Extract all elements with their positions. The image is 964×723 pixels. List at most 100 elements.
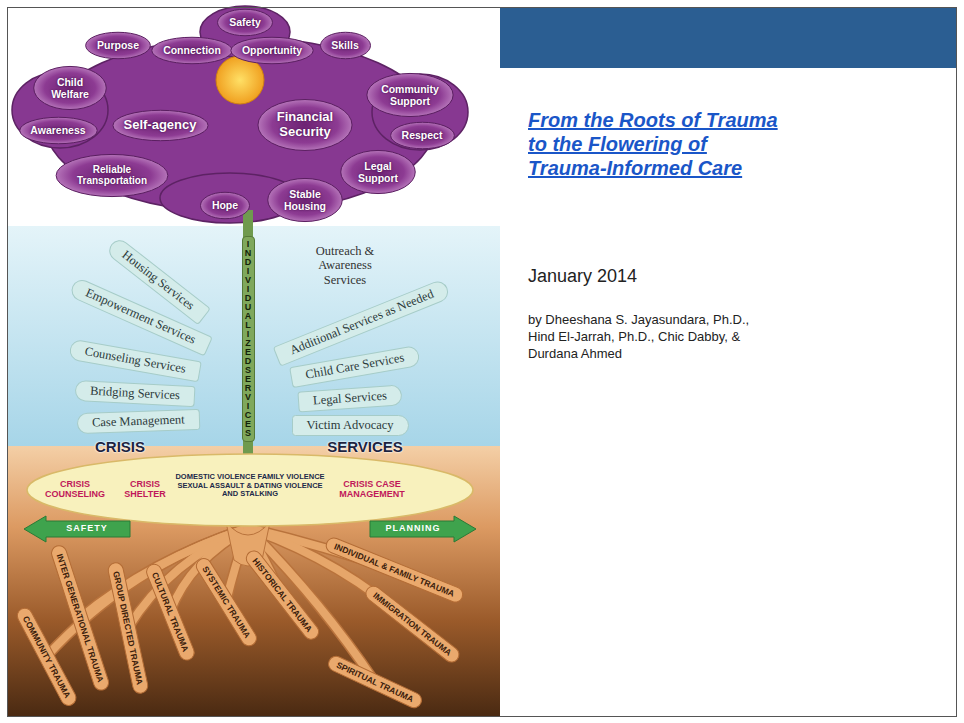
node-body: Community Support [378,83,442,107]
leaf-label: Bridging Services [90,383,181,403]
node-body: Legal Support [352,160,404,184]
label-slot: by Dheeshana S. Jayasundara, Ph.D., Hind… [528,312,773,363]
petal-outline [86,32,151,58]
petal-outline [112,110,207,140]
petal-outline [231,37,313,63]
service-leaf: Case Management [76,408,199,433]
crisis-item: CRISIS SHELTER [117,480,173,500]
petal-label: Hope [212,199,238,211]
flower-center [216,56,264,104]
node-body: Respect [402,129,443,141]
node-body: Self-agency [124,118,197,133]
petal-outline [367,73,453,116]
node-body: Bridging Services [90,383,181,403]
arrow-label: SAFETY [66,524,108,534]
flower-stem: INDIVIDUALIZED SERVICES [242,236,255,442]
node-body: Stable Housing [279,188,331,212]
node-body: INDIVIDUALIZED SERVICES [245,240,252,438]
petal-outline [218,9,273,35]
text-slot: CRISIS [75,438,165,455]
node-body: Skills [331,39,358,51]
service-leaf: Victim Advocacy [292,415,409,436]
node-body: Hope [212,199,238,211]
node-body: Opportunity [242,44,302,56]
soil-ground [8,446,500,716]
petal-label: Child Welfare [45,76,95,100]
petal-label: Opportunity [242,44,302,56]
petal-label: Legal Support [352,160,404,184]
petal-label: Financial Security [269,110,341,140]
petal-label: Skills [331,39,358,51]
label-slot: January 2014 [528,266,828,288]
arrow-outline [370,516,476,542]
petal-label: Community Support [378,83,442,107]
arrow-outline [24,516,130,542]
title-slot: From the Roots of Trauma to the Flowerin… [528,108,790,180]
leaf-label: Victim Advocacy [307,418,394,433]
text-slot: DOMESTIC VIOLENCE FAMILY VIOLENCE SEXUAL… [172,473,328,499]
text-slot: CRISIS COUNSELING [35,480,115,500]
node-body: Reliable Transportation [67,164,157,187]
node-body: Legal Services [313,388,388,408]
flower-petal: Connection [151,37,233,64]
crisis-ellipse: CRISISSERVICESCRISIS COUNSELINGCRISIS SH… [25,452,475,528]
petal-outline [201,192,250,218]
petal-outline [34,66,107,109]
cycle-arrow: PLANNING [370,516,478,542]
petal-label: Awareness [30,124,85,136]
petal-label: Respect [402,129,443,141]
petal-outline [19,117,96,143]
node-body: Purpose [97,39,139,51]
flower-back [12,6,468,223]
header-bar [500,8,956,68]
flower-petal: Safety [217,9,273,36]
node-body: Child Welfare [45,76,95,100]
flower-petal: Opportunity [230,37,314,64]
petal-outline [258,100,352,151]
flower-petal: Purpose [85,32,151,59]
slide-title: From the Roots of Trauma to the Flowerin… [528,108,790,180]
node-body: Financial Security [269,110,341,140]
leaf-label: Legal Services [313,388,388,408]
node-body: PLANNING [370,516,456,542]
petal-outline [152,37,232,63]
flower-petal: Respect [390,122,455,149]
crisis-item: CRISIS CASE MANAGEMENT [329,480,415,500]
flower-petal: Legal Support [340,150,416,194]
petal-outline [268,178,342,221]
petal-label: Reliable Transportation [67,164,157,187]
petal-label: Purpose [97,39,139,51]
arrow-label: PLANNING [386,524,441,534]
flower-petal: Hope [200,192,250,219]
petal-outline [390,122,454,148]
text-slot: CRISIS SHELTER [117,480,173,500]
violence-types: DOMESTIC VIOLENCE FAMILY VIOLENCE SEXUAL… [172,473,328,499]
text-slot: CRISIS CASE MANAGEMENT [329,480,415,500]
petal-outline [341,150,415,193]
flower-petal: Financial Security [257,99,353,151]
petal-label: Stable Housing [279,188,331,212]
label-slot: Outreach & Awareness Services [307,244,383,287]
flower-petal: Skills [320,32,371,59]
flower-petal: Community Support [366,73,454,117]
crisis-heading: SERVICES [300,438,430,455]
node-body: Safety [229,16,261,28]
node-body: Victim Advocacy [307,418,394,433]
slide-frame [8,8,957,717]
petal-outline [320,32,370,58]
text-slot: SERVICES [300,438,430,455]
leaf-label: Case Management [91,412,184,430]
flower-petal: Reliable Transportation [55,154,169,197]
petal-outline [56,154,168,196]
flower-petal: Child Welfare [33,66,107,110]
stem-label: INDIVIDUALIZED SERVICES [245,240,252,438]
flower-petal: Awareness [19,117,98,144]
crisis-heading: CRISIS [75,438,165,455]
node-body: SAFETY [44,516,130,542]
node-body: Case Management [91,412,184,430]
node-body: Awareness [30,124,85,136]
petal-label: Safety [229,16,261,28]
ellipse-outline [27,454,473,526]
cycle-arrow: SAFETY [22,516,130,542]
